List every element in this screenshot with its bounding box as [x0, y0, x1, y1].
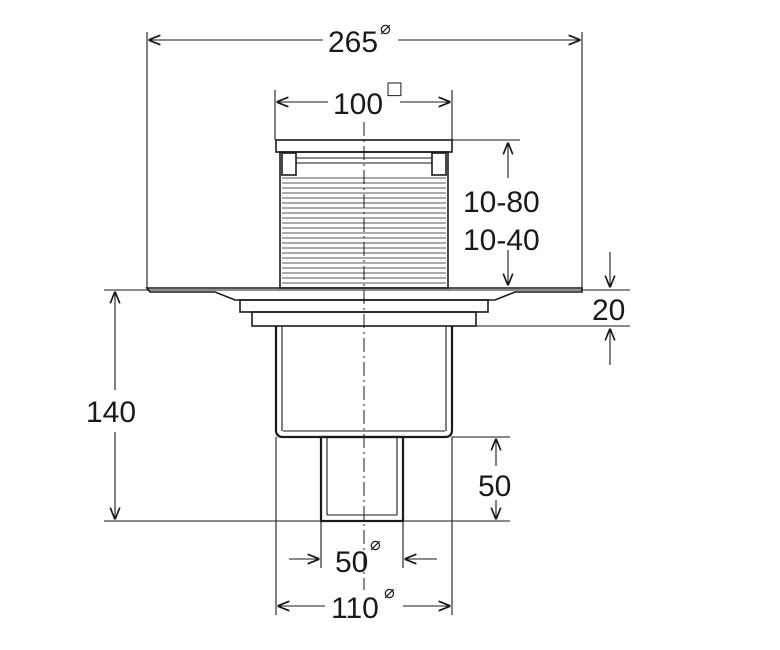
height-range-label-1: 10-80 — [463, 186, 540, 219]
dimension-outlet-length: 50 — [403, 436, 511, 522]
dimension-grate-width: 100 □ — [274, 78, 453, 140]
body-diameter-symbol: ⌀ — [384, 582, 395, 603]
grate-square-symbol: □ — [386, 78, 403, 99]
dimension-top-width: 265 ⌀ — [146, 18, 583, 290]
grate-width-label: 100 — [333, 88, 383, 121]
height-range-label-2: 10-40 — [463, 224, 540, 257]
dimension-outlet-diameter: 50 ⌀ — [289, 521, 437, 579]
flange-height-label: 20 — [592, 294, 625, 327]
dimension-flange-height: 20 — [476, 252, 630, 365]
top-width-label: 265 — [328, 26, 378, 59]
body-diameter-label: 110 — [331, 592, 379, 625]
dimension-height-range: 10-80 10-40 — [452, 139, 540, 285]
outlet-diameter-symbol: ⌀ — [370, 534, 381, 555]
drain-outlet — [319, 435, 405, 523]
top-width-diameter-symbol: ⌀ — [380, 18, 391, 39]
dimension-body-diameter: 110 ⌀ — [275, 437, 453, 625]
dimension-total-height: 140 — [86, 289, 321, 522]
total-height-label: 140 — [86, 396, 136, 429]
outlet-length-label: 50 — [478, 470, 511, 503]
outlet-diameter-label: 50 — [335, 546, 368, 579]
